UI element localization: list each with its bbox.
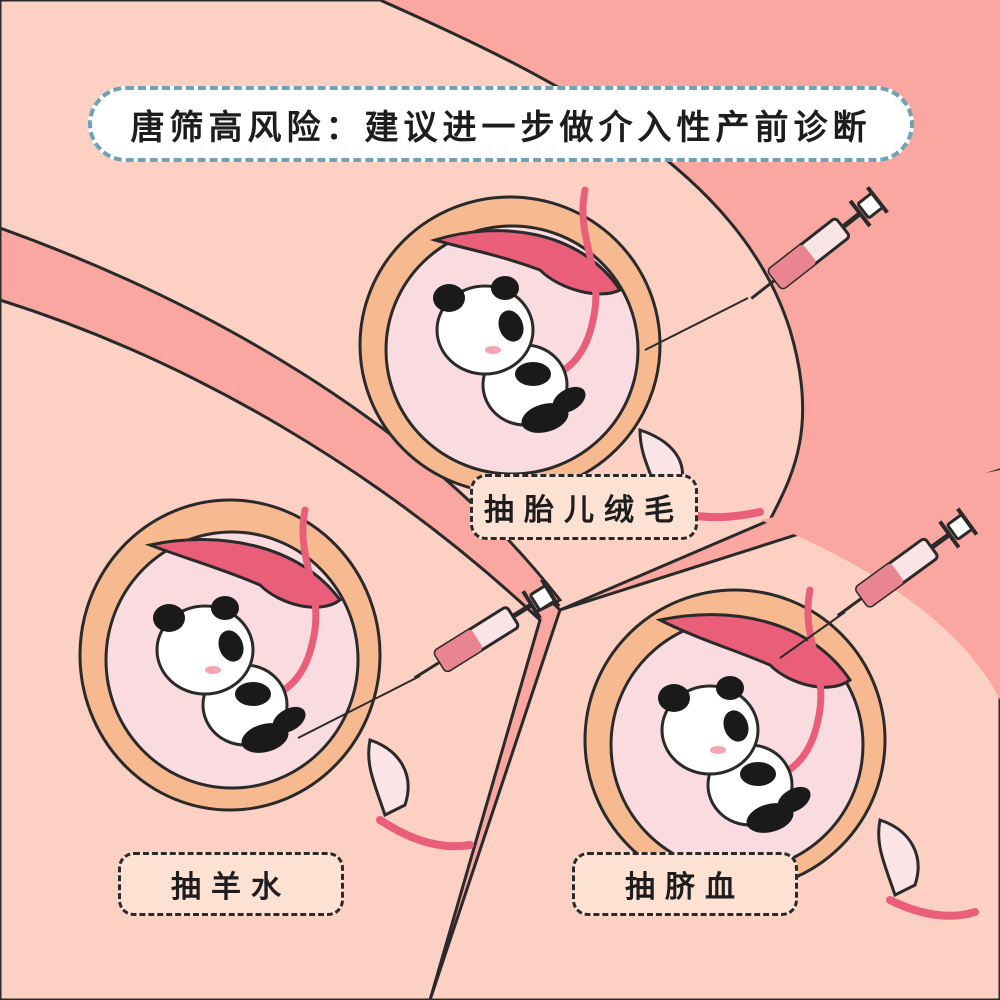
procedure-label-text: 抽胎儿绒毛 xyxy=(484,493,684,528)
cordo-needle xyxy=(779,611,846,659)
banner-title: 唐筛高风险：建议进一步做介入性产前诊断 xyxy=(130,107,872,148)
procedure-label-cordo: 抽脐血 xyxy=(572,852,798,916)
procedure-label-cvs: 抽胎儿绒毛 xyxy=(470,474,698,540)
procedure-label-text: 抽羊水 xyxy=(171,870,291,905)
title-banner: 唐筛高风险：建议进一步做介入性产前诊断 xyxy=(88,86,914,162)
cvs-needle xyxy=(644,297,749,351)
procedure-label-amnio: 抽羊水 xyxy=(118,852,344,916)
amnio-needle xyxy=(297,675,421,739)
procedure-label-text: 抽脐血 xyxy=(625,870,745,905)
